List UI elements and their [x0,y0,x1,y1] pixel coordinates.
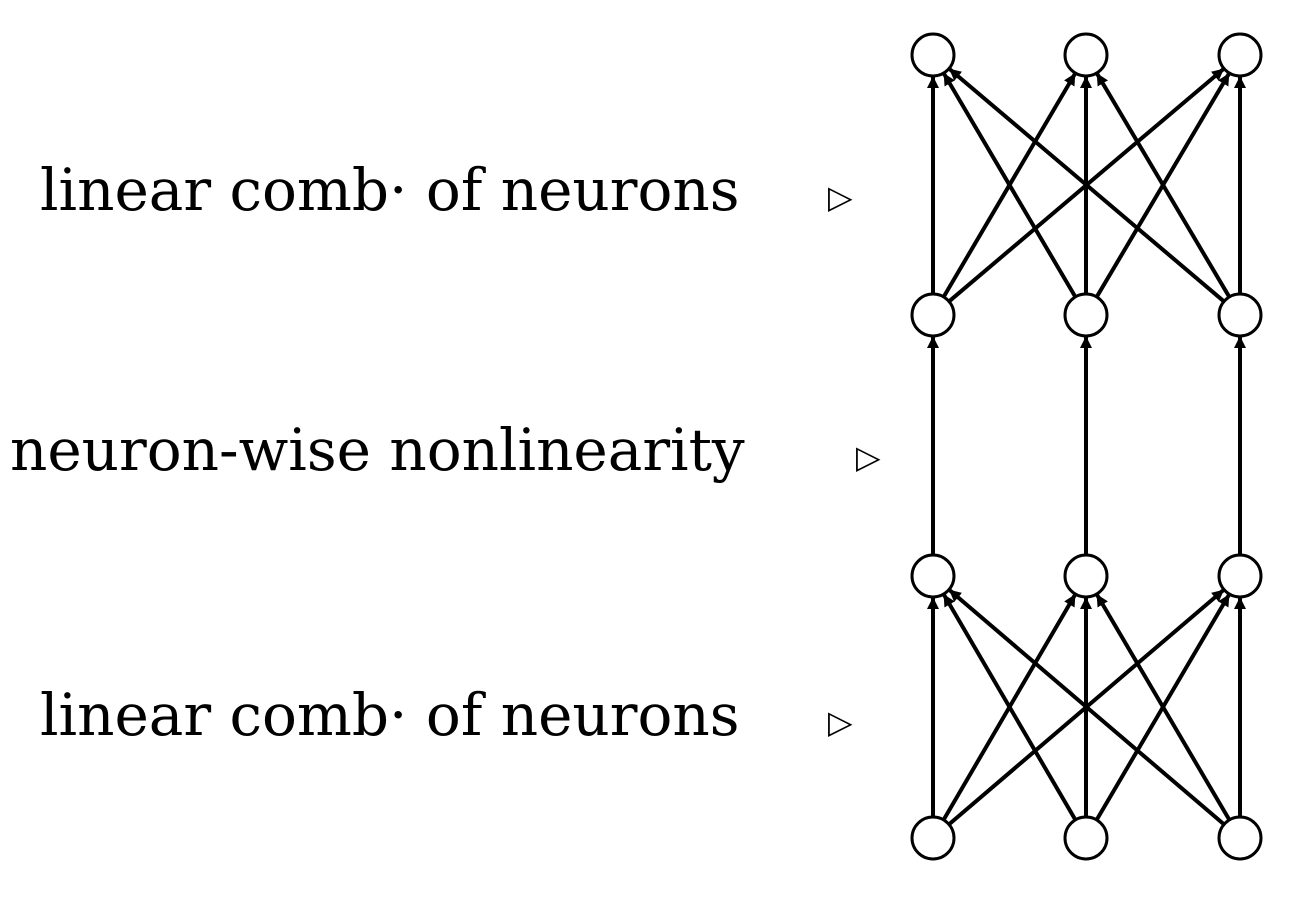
connection-arrow [1095,72,1232,298]
neuron-node [910,292,956,338]
neuron-node [1063,32,1109,78]
connection-arrow [948,67,1226,303]
neuron-node [1217,292,1263,338]
layer-label-bottom: linear comb· of neurons [40,681,740,749]
neuron-node [910,32,956,78]
neuron-node [1063,292,1109,338]
neuron-node [1217,553,1263,599]
connection-arrow [948,588,1226,826]
neuron-node [1063,553,1109,599]
network-edges [927,67,1246,826]
connection-arrow [942,593,1078,821]
triangle-marker-icon: ▷ [828,178,853,216]
neuron-node [1217,815,1263,861]
neuron-node [910,553,956,599]
network-nodes [910,32,1263,861]
neuron-node [910,815,956,861]
neuron-node [1217,32,1263,78]
connection-arrow [942,72,1078,298]
layer-label-middle: neuron-wise nonlinearity [10,416,745,484]
layer-label-top: linear comb· of neurons [40,156,740,224]
neuron-node [1063,815,1109,861]
triangle-marker-icon: ▷ [828,703,853,741]
triangle-marker-icon: ▷ [856,438,881,476]
connection-arrow [1095,593,1232,821]
